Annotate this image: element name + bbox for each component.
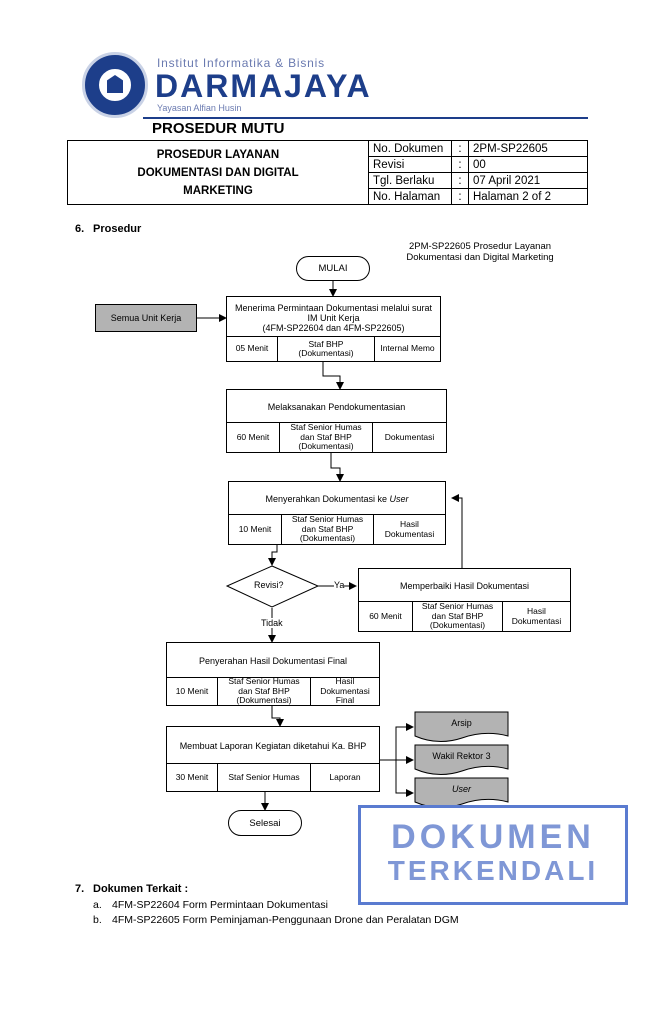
process-step-5: Penyerahan Hasil Dokumentasi Final 10 Me… <box>166 642 380 706</box>
foundation-name: Yayasan Alfian Husin <box>157 103 242 113</box>
process-step-2: Melaksanakan Pendokumentasian 60 Menit S… <box>226 389 447 453</box>
step-duration: 30 Menit <box>167 764 218 791</box>
decision-no-label: Tidak <box>261 618 283 628</box>
process-step-revise: Memperbaiki Hasil Dokumentasi 60 Menit S… <box>358 568 571 632</box>
process-step-1: Menerima Permintaan Dokumentasi melalui … <box>226 296 441 362</box>
section-6-number: 6. <box>75 223 85 235</box>
step-actor: Staf Senior Humas <box>218 764 311 791</box>
section-6-title: Prosedur <box>93 223 142 235</box>
meta-key: No. Halaman <box>368 188 452 205</box>
process-step-6: Membuat Laporan Kegiatan diketahui Ka. B… <box>166 726 380 792</box>
meta-key: Tgl. Berlaku <box>368 172 452 189</box>
related-document-list: a.4FM-SP22604 Form Permintaan Dokumentas… <box>93 898 459 928</box>
document-title: PROSEDUR LAYANAN DOKUMENTASI DAN DIGITAL… <box>67 140 369 205</box>
distribution-user: User <box>451 784 471 794</box>
end-terminator: Selesai <box>228 810 302 836</box>
document-title-table: PROSEDUR LAYANAN DOKUMENTASI DAN DIGITAL… <box>67 140 588 205</box>
institution-logo <box>82 52 148 118</box>
flowchart-reference: 2PM-SP22605 Prosedur Layanan Dokumentasi… <box>406 241 554 263</box>
step-duration: 10 Menit <box>229 515 282 544</box>
step-activity: Menerima Permintaan Dokumentasi melalui … <box>234 302 433 333</box>
controlled-document-stamp: DOKUMEN TERKENDALI <box>358 805 628 905</box>
step-actor: Staf BHP(Dokumentasi) <box>278 337 375 361</box>
step-activity: Penyerahan Hasil Dokumentasi Final <box>198 656 348 666</box>
section-7-title: Dokumen Terkait : <box>93 883 189 895</box>
decision-yes-label: Ya <box>334 580 345 590</box>
document-number: 2PM-SP22605 <box>468 140 588 157</box>
document-category: PROSEDUR MUTU <box>152 120 285 137</box>
step-duration: 05 Menit <box>227 337 278 361</box>
step-activity: Menyerahkan Dokumentasi ke User <box>265 494 409 504</box>
step-duration: 60 Menit <box>227 423 280 452</box>
step-output: Internal Memo <box>380 343 435 354</box>
step-activity: Memperbaiki Hasil Dokumentasi <box>399 581 530 591</box>
header-divider <box>143 117 588 119</box>
input-source-box: Semua Unit Kerja <box>95 304 197 332</box>
step-duration: 10 Menit <box>167 678 218 705</box>
section-7-number: 7. <box>75 883 85 895</box>
decision-label: Revisi? <box>254 580 284 590</box>
distribution-vice-rector: Wakil Rektor 3 <box>432 751 491 761</box>
distribution-archive: Arsip <box>451 718 472 728</box>
step-output: Laporan <box>329 771 361 782</box>
step-activity: Melaksanakan Pendokumentasian <box>267 402 406 412</box>
process-step-3: Menyerahkan Dokumentasi ke User 10 Menit… <box>228 481 446 545</box>
brand-name: DARMAJAYA <box>155 68 372 104</box>
step-activity: Membuat Laporan Kegiatan diketahui Ka. B… <box>179 741 367 751</box>
step-output: Dokumentasi <box>384 431 435 442</box>
page-number: Halaman 2 of 2 <box>468 188 588 205</box>
list-item: a.4FM-SP22604 Form Permintaan Dokumentas… <box>93 899 328 911</box>
list-item: b.4FM-SP22605 Form Peminjaman-Penggunaan… <box>93 914 459 926</box>
institute-name: Institut Informatika & Bisnis <box>157 56 325 70</box>
step-duration: 60 Menit <box>359 602 413 631</box>
start-terminator: MULAI <box>296 256 370 281</box>
